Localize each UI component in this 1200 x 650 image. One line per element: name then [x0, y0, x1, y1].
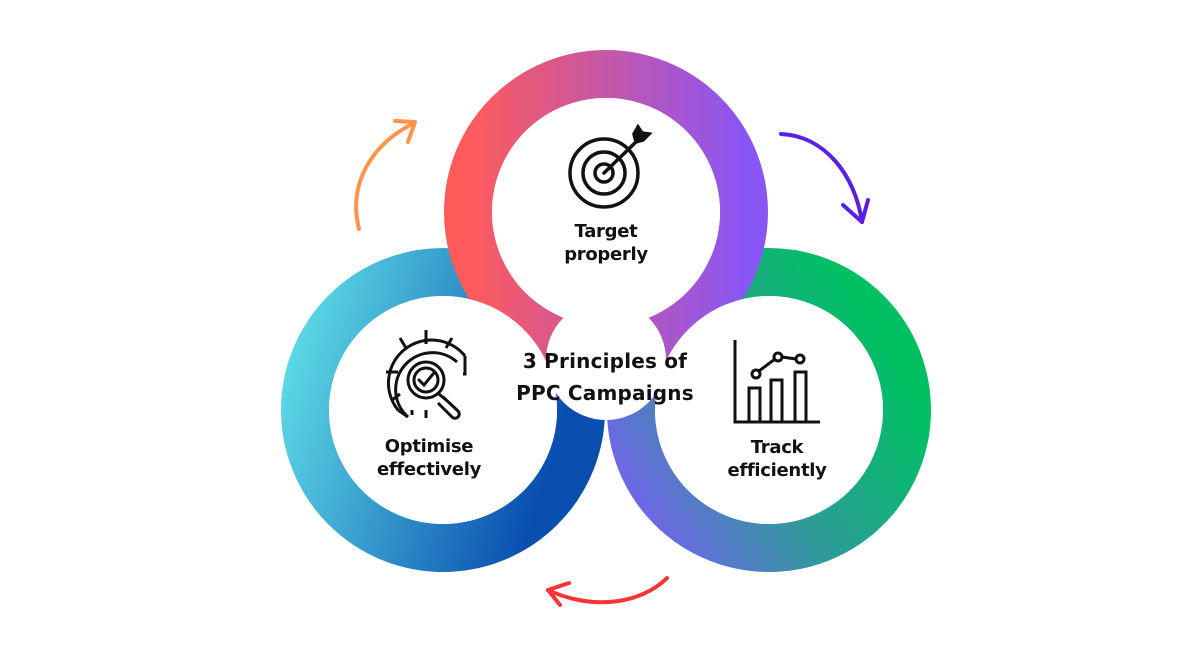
- arrow-orange-icon: [354, 119, 417, 231]
- title-line-1: 3 Principles of: [522, 349, 688, 373]
- principle-track: Track efficiently: [697, 436, 857, 482]
- title-line-2: PPC Campaigns: [516, 381, 694, 405]
- principle-target: Target properly: [526, 220, 686, 266]
- principle-track-line2: efficiently: [727, 460, 827, 481]
- target-arrow-icon: [568, 123, 653, 209]
- bar-chart-icon: [733, 340, 820, 424]
- inner-top: [492, 98, 720, 326]
- principle-target-line1: Target: [574, 221, 638, 242]
- diagram-title: 3 Principles of PPC Campaigns: [480, 345, 730, 409]
- arrow-red-icon: [546, 576, 669, 607]
- principle-track-line1: Track: [750, 437, 804, 458]
- principle-optimise: Optimise effectively: [349, 435, 509, 481]
- principle-target-line2: properly: [564, 244, 648, 265]
- inner-right: [655, 296, 883, 524]
- arrow-purple-icon: [779, 132, 870, 224]
- principle-optimise-line2: effectively: [376, 459, 482, 480]
- magnifier-check-icon: [386, 330, 467, 420]
- principle-optimise-line1: Optimise: [384, 436, 474, 457]
